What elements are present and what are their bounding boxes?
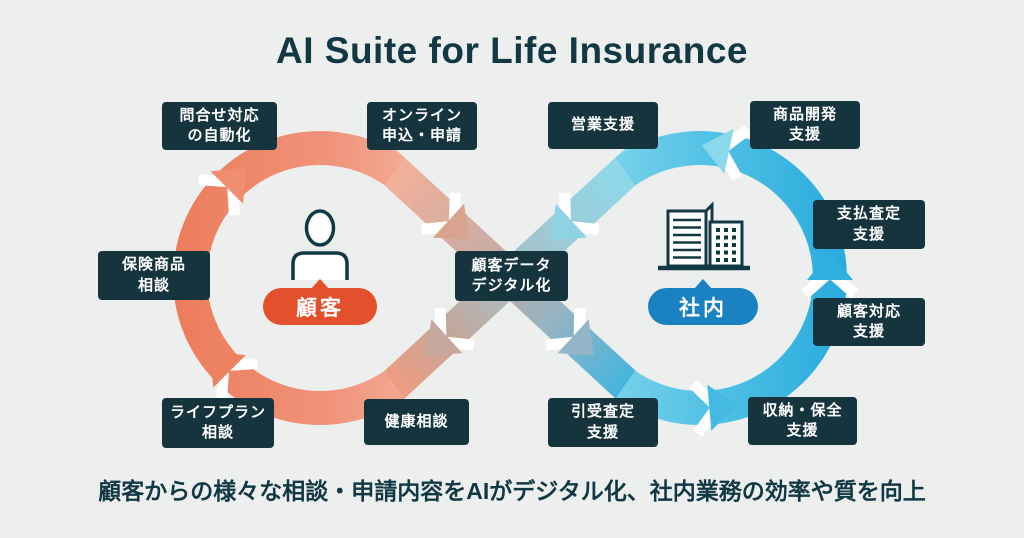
- label-product-development-support: 商品開発 支援: [750, 101, 860, 149]
- label-customer-response-support: 顧客対応 支援: [813, 298, 925, 346]
- label-customer-data-digitalization: 顧客データ デジタル化: [455, 251, 568, 301]
- label-life-plan-consultation: ライフプラン 相談: [162, 398, 274, 448]
- flow-arrow-cross-lower-right: [545, 308, 594, 356]
- label-health-consultation: 健康相談: [364, 399, 469, 445]
- flow-arrow-cross-upper-left: [420, 192, 470, 240]
- label-underwriting-assessment-support: 引受査定 支援: [548, 398, 658, 447]
- internal-badge: 社内: [648, 279, 758, 325]
- flow-arrow-customer-bottomleft: [209, 351, 258, 400]
- person-icon: [290, 206, 350, 285]
- label-sales-support: 営業支援: [548, 102, 658, 149]
- label-collection-preservation-support: 収納・保全 支援: [748, 397, 857, 445]
- flow-arrow-customer-topleft: [198, 167, 247, 216]
- label-payment-assessment-support: 支払査定 支援: [813, 200, 925, 249]
- label-inquiry-automation: 問合せ対応 の自動化: [162, 102, 277, 150]
- flow-arrow-internal-bottom: [689, 380, 738, 438]
- label-online-application: オンライン 申込・申請: [367, 102, 477, 150]
- flow-arrow-cross-upper-right: [550, 192, 600, 240]
- label-insurance-product-consultation: 保険商品 相談: [98, 251, 210, 300]
- bottom-caption: 顧客からの様々な相談・申請内容をAIがデジタル化、社内業務の効率や質を向上: [98, 478, 926, 504]
- flow-arrow-cross-lower-left: [426, 308, 475, 356]
- customer-badge-label: 顧客: [296, 296, 344, 320]
- internal-badge-label: 社内: [679, 296, 727, 320]
- customer-badge: 顧客: [263, 279, 377, 325]
- flow-arrow-internal-top: [701, 125, 752, 182]
- buildings-icon: [656, 200, 752, 283]
- page-title: AI Suite for Life Insurance: [276, 30, 748, 71]
- flow-arrow-internal-right: [801, 252, 859, 299]
